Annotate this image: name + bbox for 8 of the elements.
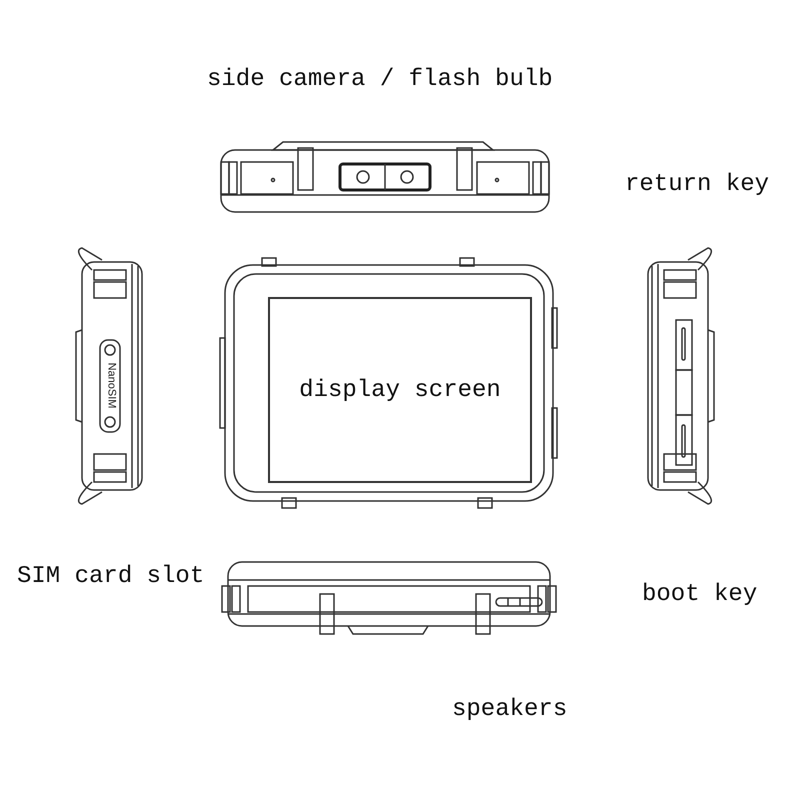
part-label: boot key xyxy=(642,583,758,607)
slot-marking: NanoSIM xyxy=(105,362,116,408)
part-label: return key xyxy=(625,173,770,197)
part-label: SIM card slot xyxy=(17,565,204,589)
part-label: side camera / flash bulb xyxy=(207,68,553,92)
part-label: speakers xyxy=(452,698,568,722)
display-screen xyxy=(268,297,532,483)
screen-label: display screen xyxy=(299,376,501,404)
